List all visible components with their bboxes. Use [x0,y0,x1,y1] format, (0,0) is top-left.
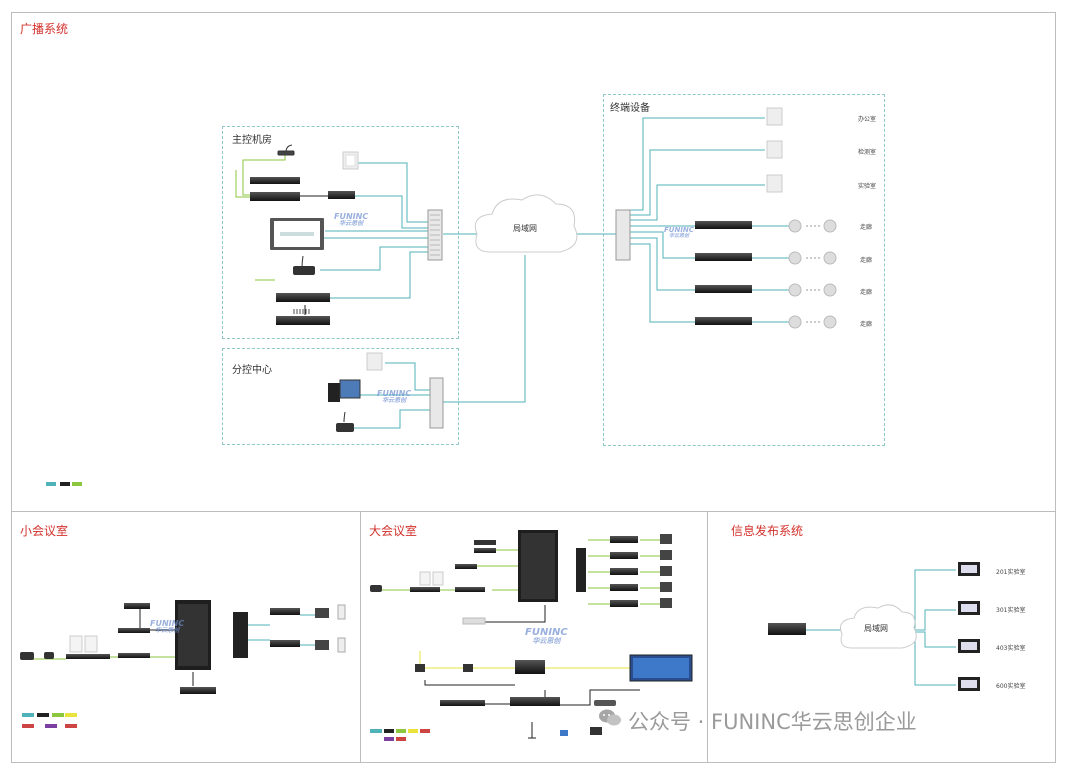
info-room-301: 301实验室 [996,607,1026,614]
sub-control-group [222,348,459,445]
terminal-switch [615,209,631,261]
info-room-403: 403实验室 [996,645,1026,652]
room-office: 办公室 [858,116,877,123]
terminal-group [603,94,885,446]
matrix-unit [328,191,355,199]
room-lab: 实验室 [858,183,877,190]
large-meeting-legend [370,729,430,741]
pc-monitor [328,379,361,402]
logo-cn: 华云思创 [668,233,689,239]
room-corridor-4: 走廊 [860,321,873,328]
broadcast-host [250,192,300,201]
info-room-201: 201实验室 [996,569,1026,576]
sub-switch [429,377,444,429]
paging-station [293,255,315,275]
wechat-icon [599,709,621,726]
broadcast-control-lines [300,195,328,315]
large-meeting-devices [370,530,693,739]
paging-station-2 [336,411,354,432]
power-sequencer [276,309,330,325]
broadcast-title: 广播系统 [20,22,69,36]
broadcast-legend [46,482,82,486]
small-meeting-legend [22,713,77,728]
logo-broadcast-sub: FUNINC 华云思创 [377,390,411,404]
info-devices [768,562,980,691]
info-cloud-label: 局域网 [864,624,888,633]
broadcast-audio-lines [235,151,286,281]
logo-brand: FUNINC [150,619,185,628]
logo-brand: FUNINC [525,627,568,638]
logo-cn: 华云思创 [382,397,407,404]
ceiling-speakers [788,219,837,329]
control-speaker-2 [366,352,383,371]
info-release-title: 信息发布系统 [731,524,804,538]
broadcast-panel [11,12,1056,512]
cd-player [250,177,300,184]
logo-large-meeting: FUNINC 华云思创 [525,628,568,645]
logo-brand: FUNINC [664,226,694,234]
logo-cn: 华云思创 [532,637,561,645]
watermark-text: 公众号 · FUNINC华云思创企业 [628,710,917,734]
broadcast-network-lines [320,117,790,429]
small-meeting-title: 小会议室 [20,524,69,538]
sub-control-title: 分控中心 [232,365,272,376]
room-corridor-2: 走廊 [860,257,873,264]
logo-brand: FUNINC [377,389,412,398]
logo-broadcast-main: FUNINC 华云思创 [334,213,368,227]
logo-cn: 华云思创 [155,627,180,634]
info-cloud [840,604,917,649]
terminal-title: 终端设备 [610,103,650,114]
control-speaker-1 [342,151,359,170]
room-corridor-1: 走廊 [860,224,873,231]
room-corridor-3: 走廊 [860,289,873,296]
amplifier [276,293,330,302]
main-control-group [222,126,459,339]
broadcast-cloud-label: 局域网 [513,224,537,233]
broadcast-cloud [474,194,578,253]
info-room-600: 600实验室 [996,683,1026,690]
logo-cn: 华云思创 [339,220,364,227]
room-test: 检测室 [858,149,877,156]
large-meeting-title: 大会议室 [369,524,418,538]
logo-small-meeting: FUNINC 华云思创 [150,620,184,634]
logo-terminal: FUNINC 华云思创 [664,227,694,239]
terminal-amplifiers [695,221,752,325]
logo-brand: FUNINC [334,212,369,221]
touch-panel [270,218,324,250]
main-control-title: 主控机房 [232,135,272,146]
terminal-speakers [766,107,783,193]
small-meeting-devices [20,600,346,694]
gooseneck-mic [277,144,295,156]
